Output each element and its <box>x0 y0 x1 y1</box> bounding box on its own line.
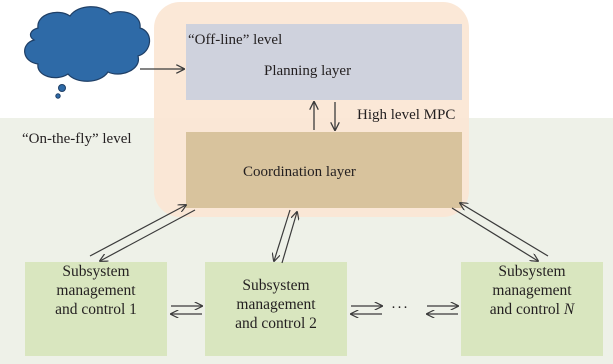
subsystem-n-label: Subsystem management and control N <box>461 262 603 319</box>
cloud-icon <box>24 6 151 82</box>
subsystem-1-label: Subsystem management and control 1 <box>25 262 167 319</box>
subsystem-2-label: Subsystem management and control 2 <box>205 276 347 333</box>
high-level-mpc-label: High level MPC <box>357 107 456 123</box>
subsystem-box-2 <box>205 262 347 356</box>
onthefly-level-label: “On-the-fly” level <box>22 131 132 147</box>
coordination-to-subsystem-n-arrow <box>451 207 538 261</box>
coordination-to-subsystem-1-arrow <box>100 209 196 261</box>
cloud-tail-icon <box>58 84 66 92</box>
subsystem-1-to-coordination-arrow <box>89 205 186 257</box>
subsystem-2-line3: and control 2 <box>235 315 317 332</box>
offline-level-label: “Off-line” level <box>188 32 283 48</box>
subsystem-2-to-coordination-arrow <box>281 212 297 264</box>
planning-layer-box <box>186 24 462 100</box>
ellipsis-label: ··· <box>391 300 409 316</box>
subsystem-1-line3: and control 1 <box>55 301 137 318</box>
subsystem-n-line3: and control N <box>489 301 575 318</box>
subsystem-box-1 <box>25 262 167 356</box>
subsystem-2-line2: management <box>236 296 316 313</box>
subsystem-1-line2: management <box>56 282 136 299</box>
planning-layer-label: Planning layer <box>264 63 352 79</box>
coordination-layer-box <box>186 132 462 208</box>
coordination-layer-label: Coordination layer <box>243 164 356 180</box>
subsystem-1-line1: Subsystem <box>62 263 130 280</box>
subsystem-2-line1: Subsystem <box>242 277 310 294</box>
subsystem-n-to-coordination-arrow <box>460 203 549 257</box>
subsystem-n-line2: management <box>492 282 572 299</box>
subsystem-box-n <box>461 262 603 356</box>
subsystem-n-line1: Subsystem <box>498 263 566 280</box>
coordination-to-subsystem-2-arrow <box>274 209 291 261</box>
cloud-tail-icon <box>55 93 61 99</box>
